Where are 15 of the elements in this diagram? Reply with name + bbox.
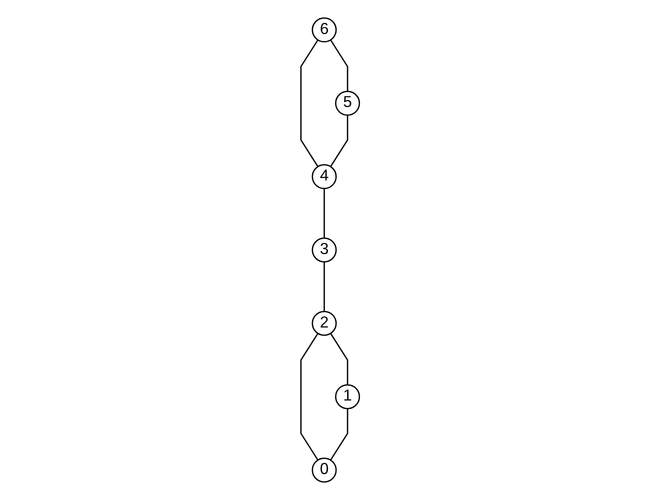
connector bbox=[300, 39, 318, 166]
node-circle: 6 bbox=[312, 16, 337, 42]
connector bbox=[323, 188, 325, 238]
connector bbox=[330, 114, 348, 166]
node-circle: 0 bbox=[312, 457, 337, 482]
connector bbox=[300, 332, 318, 460]
connector bbox=[323, 261, 325, 311]
node-circle: 5 bbox=[334, 90, 360, 116]
connector bbox=[330, 39, 348, 91]
node-circle: 4 bbox=[312, 164, 337, 189]
connector bbox=[330, 408, 348, 460]
node-circle: 1 bbox=[334, 384, 360, 409]
node-circle: 2 bbox=[312, 310, 337, 336]
node-circle: 3 bbox=[312, 236, 337, 262]
connector bbox=[330, 332, 348, 384]
